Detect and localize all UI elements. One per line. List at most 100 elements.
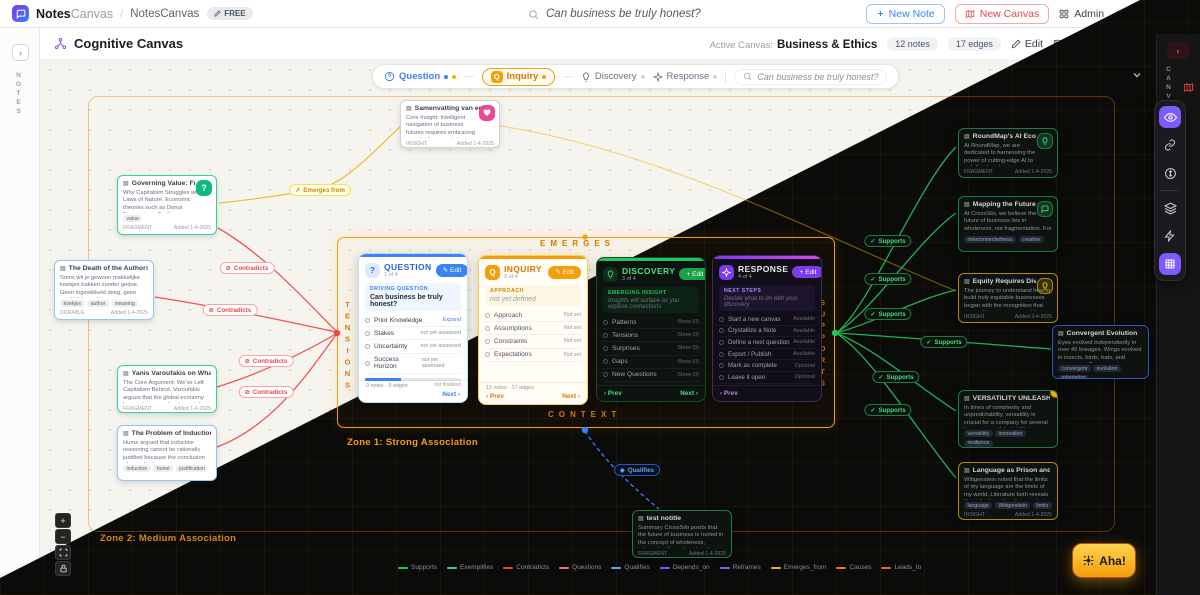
- legend-swatch: [447, 566, 458, 569]
- tag[interactable]: hume: [153, 465, 174, 472]
- fit-view-button[interactable]: [55, 545, 71, 560]
- grid-view-tool[interactable]: [1159, 253, 1181, 275]
- note-title: test notitle: [646, 515, 682, 522]
- tag[interactable]: induction: [123, 465, 151, 472]
- quick-actions-tool[interactable]: [1159, 225, 1181, 247]
- stage-card-discovery[interactable]: DISCOVERY 3 of 4 + Edit EMERGING INSIGHT…: [596, 257, 706, 402]
- tag[interactable]: adaptation: [1058, 374, 1090, 378]
- chat-badge-icon: [1037, 201, 1053, 217]
- prev-button[interactable]: ‹ Prev: [486, 393, 504, 400]
- tag[interactable]: language: [964, 502, 993, 509]
- stage-card-question[interactable]: ? QUESTION 1 of 4 ✎ Edit DRIVING QUESTIO…: [358, 253, 468, 403]
- next-button[interactable]: Next ›: [562, 393, 580, 400]
- edge-label-contradicts[interactable]: ⊘Contradicts: [238, 386, 294, 398]
- note-body: Summary CrossSilo posits that the future…: [638, 524, 724, 548]
- tag[interactable]: interconnectedness: [964, 236, 1016, 243]
- tag[interactable]: meaning: [111, 300, 139, 307]
- note-card-language-prison[interactable]: ▤Language as Prison and Liberation Wittg…: [958, 462, 1058, 520]
- note-date: Added 1-4-2025: [173, 225, 211, 231]
- note-title: Governing Value: From Ext...: [131, 180, 195, 187]
- note-card-governing-value[interactable]: ? ▤Governing Value: From Ext... Why Capi…: [117, 175, 217, 235]
- next-button[interactable]: Next ›: [442, 391, 460, 398]
- edge-label-supports[interactable]: ✓Supports: [872, 371, 920, 383]
- spark-icon: [1083, 555, 1094, 566]
- edge-label-supports[interactable]: ✓Supports: [864, 273, 912, 285]
- note-card-convergent-evolution[interactable]: ▤Convergent Evolution Eyes evolved indep…: [1052, 325, 1149, 379]
- stage-card-inquiry[interactable]: Q INQUIRY 2 of 4 ✎ Edit APPROACH not yet…: [478, 255, 588, 405]
- zoom-in-button[interactable]: +: [55, 513, 71, 528]
- tag[interactable]: justification: [175, 465, 209, 472]
- tag[interactable]: versatility: [964, 430, 993, 437]
- tag[interactable]: Wittgenstein: [994, 502, 1031, 509]
- note-card-samenvatting[interactable]: ▤Samenvatting van een test Core Insight:…: [400, 100, 500, 148]
- note-card-mapping-future[interactable]: ▤Mapping the Future: We're... At CrossSi…: [958, 196, 1058, 252]
- edge-label-supports[interactable]: ✓Supports: [920, 336, 968, 348]
- note-card-problem-of-induction[interactable]: ▤The Problem of Induction Hume argued th…: [117, 425, 217, 481]
- edge-label-contradicts[interactable]: ⊘Contradicts: [202, 304, 258, 316]
- tag[interactable]: koekjes: [60, 300, 85, 307]
- lock-button[interactable]: [55, 561, 71, 576]
- edge-label-emerges-from[interactable]: ↗Emerges from: [289, 184, 351, 196]
- stage-card-response[interactable]: RESPONSE 4 of 4 + Edit NEXT STEPS Decide…: [712, 255, 822, 402]
- tag[interactable]: creative: [1018, 236, 1044, 243]
- stage-edit-button[interactable]: ✎ Edit: [548, 265, 581, 279]
- next-button[interactable]: Next ›: [680, 390, 698, 397]
- note-card-versatility[interactable]: ▤VERSATILITY UNLEASHED: UNLOC... In time…: [958, 390, 1058, 448]
- tag[interactable]: resilience: [964, 439, 993, 447]
- stage-edit-button[interactable]: ✎ Edit: [435, 263, 467, 277]
- note-card-test-notitle[interactable]: ▤test notitle Summary CrossSilo posits t…: [632, 510, 732, 558]
- tag[interactable]: convergent: [1058, 365, 1091, 372]
- layers-tool[interactable]: [1159, 197, 1181, 219]
- prev-button[interactable]: ‹ Prev: [604, 390, 622, 397]
- note-body: Hume argued that inductive reasoning can…: [123, 439, 205, 463]
- tag[interactable]: author: [87, 300, 109, 307]
- edge-label-supports[interactable]: ✓Supports: [864, 308, 912, 320]
- note-card-death-of-authors[interactable]: ▤The Death of the Authors Soms wil je ge…: [54, 260, 154, 320]
- tag[interactable]: limits: [1032, 502, 1052, 509]
- aha-button[interactable]: Aha!: [1072, 543, 1136, 578]
- edge-label-supports[interactable]: ✓Supports: [864, 404, 912, 416]
- canvas-thumb-icon[interactable]: [1183, 82, 1194, 93]
- note-card-roundmap[interactable]: ▤RoundMap's AI Ecosystem... At RoundMap,…: [958, 128, 1058, 178]
- tag[interactable]: innovation: [995, 430, 1026, 437]
- link-tool[interactable]: [1159, 134, 1181, 156]
- visibility-tool[interactable]: [1159, 106, 1181, 128]
- note-card-equity-leadership[interactable]: ▤Equity Requires Diverse Leadership ... …: [958, 273, 1058, 323]
- zoom-out-button[interactable]: −: [55, 529, 71, 544]
- stage-edit-button[interactable]: + Edit: [679, 268, 705, 280]
- contradicts-icon: ⊘: [208, 306, 214, 314]
- tag[interactable]: evolution: [1093, 365, 1121, 372]
- edge-label-qualifies[interactable]: ◆Qualifies: [614, 464, 660, 476]
- note-type: FRAGMENT: [638, 550, 668, 557]
- edge-label-supports[interactable]: ✓Supports: [864, 235, 912, 247]
- sort-tool[interactable]: [1159, 162, 1181, 184]
- note-icon: ▤: [964, 468, 970, 474]
- legend-item: Emerges_from: [770, 564, 826, 571]
- prev-button[interactable]: ‹ Prev: [720, 390, 738, 397]
- edge-label-contradicts[interactable]: ⊘Contradicts: [219, 262, 275, 274]
- stage-edit-button[interactable]: + Edit: [792, 266, 821, 278]
- tag[interactable]: value: [123, 215, 143, 222]
- collapse-rail-button[interactable]: ‹: [1167, 42, 1189, 59]
- edge-label-contradicts[interactable]: ⊘Contradicts: [238, 355, 294, 367]
- note-card-yanis-varoufakis[interactable]: ▤Yanis Varoufakis on What Comes Af... Th…: [117, 365, 217, 413]
